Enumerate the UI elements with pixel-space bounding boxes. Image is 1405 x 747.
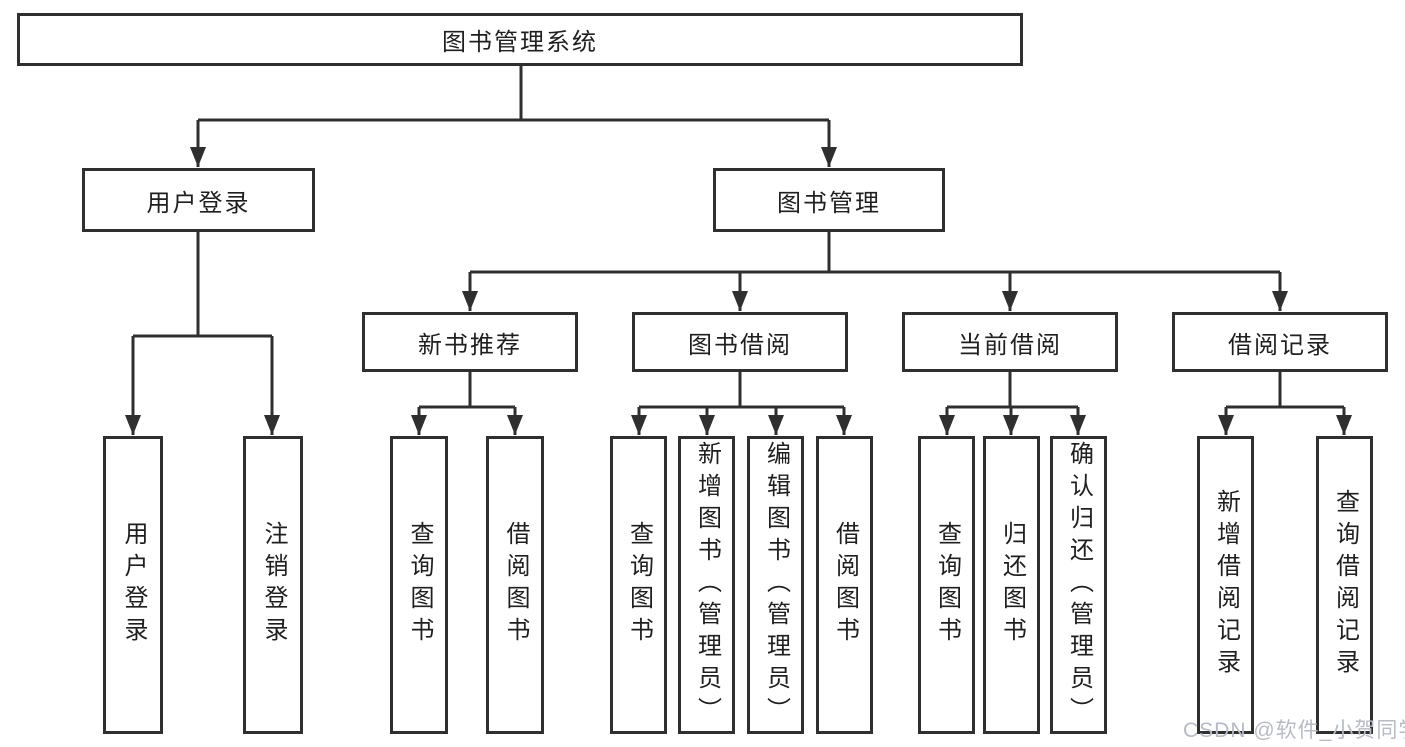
leaf-query-books-current: 查询图书 (918, 436, 975, 734)
root-node: 图书管理系统 (17, 13, 1023, 66)
watermark: CSDN @软件_小贺同学 (1183, 719, 1405, 742)
leaf-query-borrow-record-label: 查询借阅记录 (1331, 489, 1359, 681)
leaf-query-books-current-label: 查询图书 (933, 521, 961, 649)
leaf-query-books-recommend-label: 查询图书 (406, 521, 433, 649)
leaf-add-books-admin: 新增图书（管理员） (678, 436, 735, 734)
leaf-query-books-borrowing: 查询图书 (610, 436, 667, 734)
leaf-user-login-label: 用户登录 (120, 521, 147, 649)
leaf-edit-books-admin-label: 编辑图书（管理员） (762, 441, 790, 729)
leaf-return-books-label: 归还图书 (998, 521, 1026, 649)
leaf-query-books-recommend: 查询图书 (390, 436, 448, 734)
branch-book-management: 图书管理 (713, 168, 945, 232)
group-current-borrowing: 当前借阅 (902, 312, 1118, 372)
leaf-confirm-return-admin-label: 确认归还（管理员） (1065, 441, 1093, 729)
group-borrowing-records: 借阅记录 (1172, 312, 1388, 372)
leaf-query-borrow-record: 查询借阅记录 (1316, 436, 1373, 734)
leaf-confirm-return-admin: 确认归还（管理员） (1050, 436, 1107, 734)
group-book-borrowing: 图书借阅 (632, 312, 848, 372)
leaf-borrow-books-borrowing-label: 借阅图书 (831, 521, 859, 649)
branch-user-login: 用户登录 (82, 168, 315, 232)
leaf-logout-label: 注销登录 (260, 521, 287, 649)
leaf-add-borrow-record-label: 新增借阅记录 (1212, 489, 1240, 681)
leaf-query-books-borrowing-label: 查询图书 (625, 521, 653, 649)
leaf-borrow-books-borrowing: 借阅图书 (816, 436, 873, 734)
leaf-logout: 注销登录 (243, 436, 303, 734)
leaf-add-books-admin-label: 新增图书（管理员） (693, 441, 721, 729)
leaf-return-books: 归还图书 (983, 436, 1040, 734)
leaf-user-login: 用户登录 (103, 436, 163, 734)
leaf-edit-books-admin: 编辑图书（管理员） (747, 436, 804, 734)
group-new-book-recommendation: 新书推荐 (362, 312, 578, 372)
leaf-add-borrow-record: 新增借阅记录 (1197, 436, 1254, 734)
leaf-borrow-books-recommend: 借阅图书 (486, 436, 544, 734)
leaf-borrow-books-recommend-label: 借阅图书 (502, 521, 529, 649)
